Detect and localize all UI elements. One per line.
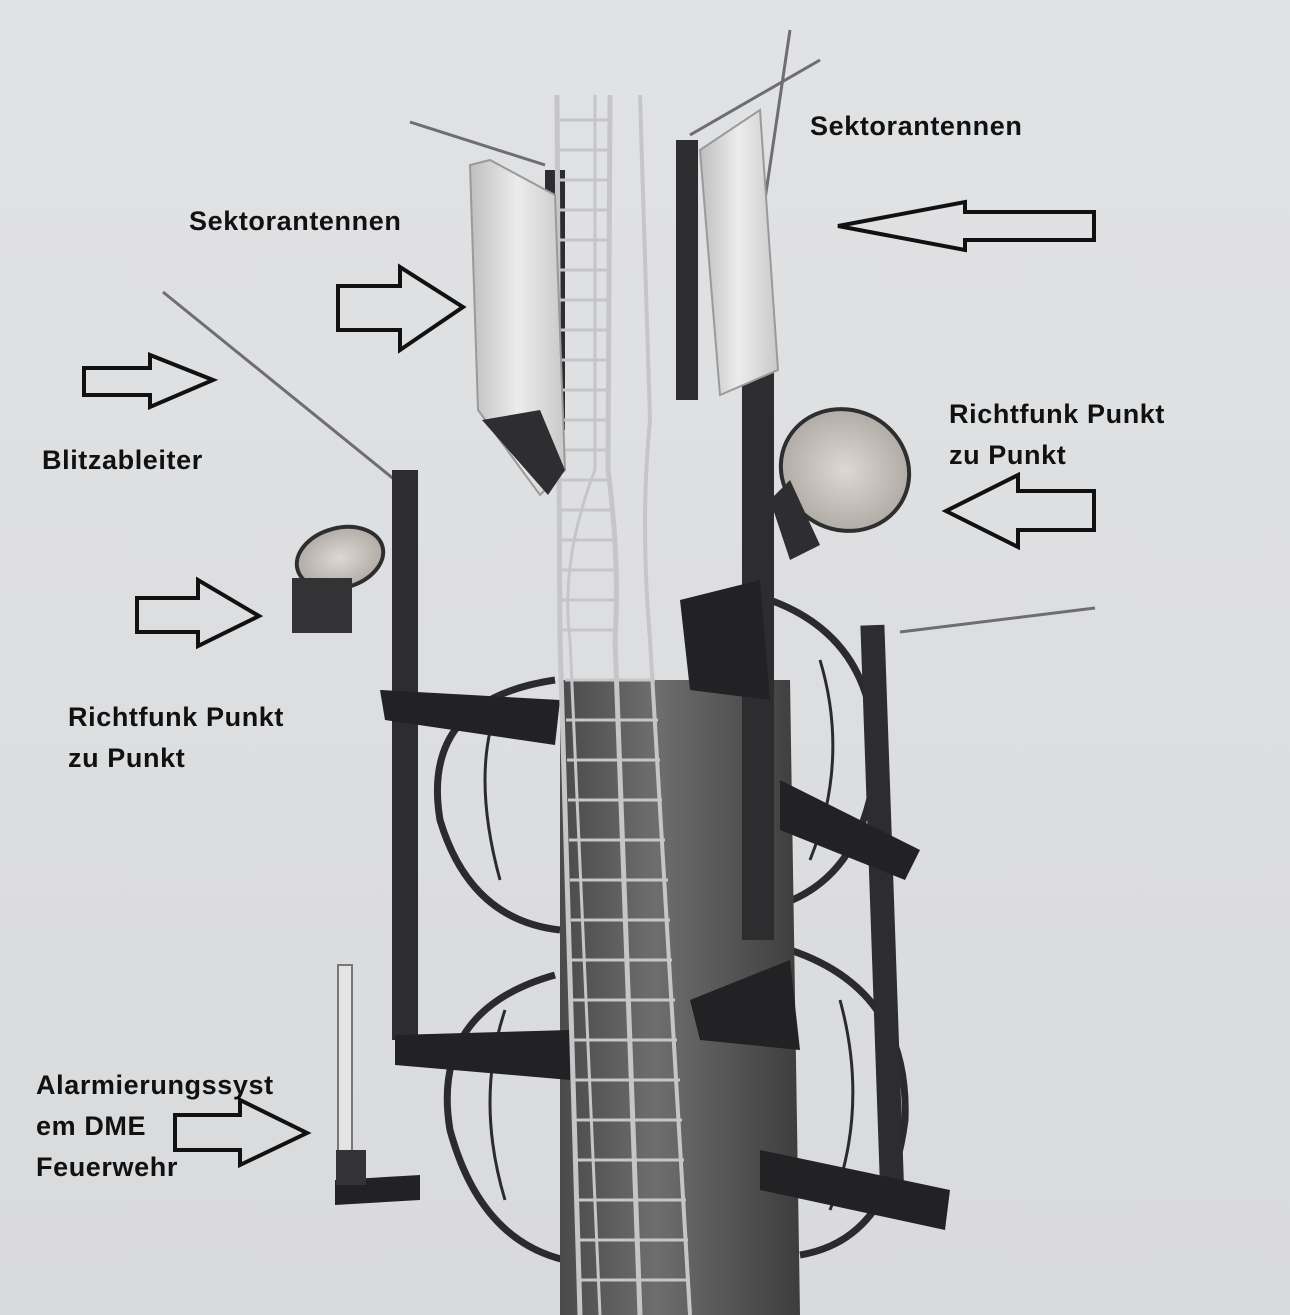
arrow-right-icon [336,263,467,354]
arrow-right-icon [82,352,219,411]
label-alarmierungssystem: Alarmierungssyst em DME Feuerwehr [36,1070,274,1182]
label-sektorantennen-left: Sektorantennen [189,206,402,236]
sector-antenna-right [698,108,780,397]
sector-antenna-left [468,158,567,497]
dish-right [770,407,912,560]
label-richtfunk-right: Richtfunk Punkt zu Punkt [949,399,1165,470]
arrow-right-icon [135,576,264,650]
arrow-icons [82,199,1096,1169]
ladder-rungs [557,118,690,1282]
brackets [335,580,950,1230]
alarm-antenna [336,964,366,1185]
arrow-right-icon [173,1096,312,1169]
arrow-left-icon [941,471,1096,551]
label-blitzableiter: Blitzableiter [42,445,203,475]
grid-dish-lower [443,946,909,1264]
label-sektorantennen-right: Sektorantennen [810,111,1023,141]
arrow-left-icon [837,199,1096,253]
label-richtfunk-left: Richtfunk Punkt zu Punkt [68,702,284,773]
dish-left [292,524,386,633]
